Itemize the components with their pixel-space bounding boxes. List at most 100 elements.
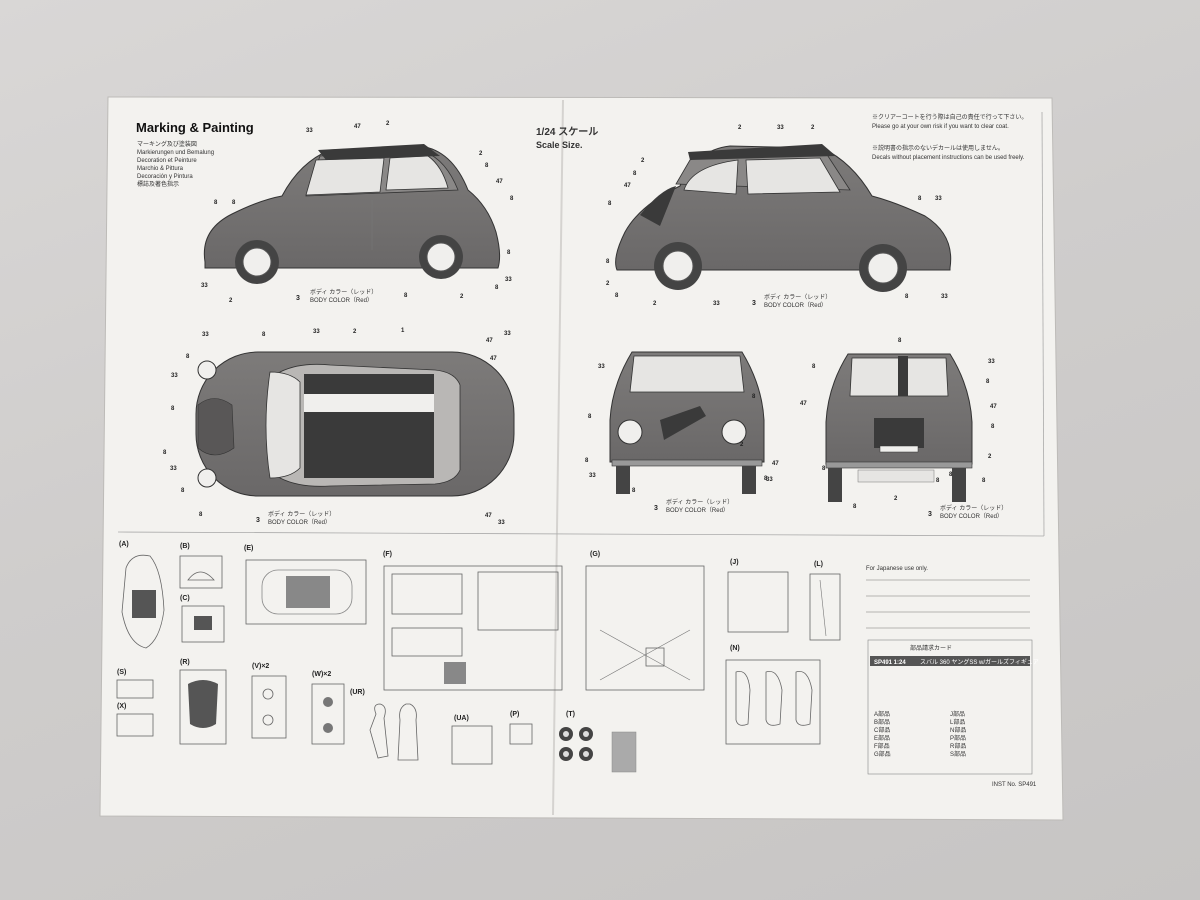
svg-text:33: 33 (988, 359, 995, 365)
paper-sheet (99, 96, 1064, 821)
svg-text:33: 33 (941, 294, 948, 300)
svg-text:8: 8 (982, 478, 986, 484)
svg-text:8: 8 (181, 488, 185, 494)
svg-text:Decals without placement instr: Decals without placement instructions ca… (872, 155, 1025, 161)
svg-text:8: 8 (404, 293, 408, 299)
svg-text:47: 47 (772, 461, 779, 467)
svg-text:INST No. SP491: INST No. SP491 (992, 782, 1037, 788)
svg-text:標誌及著色指示: 標誌及著色指示 (137, 180, 179, 188)
svg-text:8: 8 (214, 200, 218, 206)
svg-text:スバル 360 ヤングSS w/ガールズフィギュア: スバル 360 ヤングSS w/ガールズフィギュア (920, 658, 1039, 666)
svg-text:47: 47 (800, 401, 807, 407)
sprue-parts: (A) (B) (C) (E) (F) (G) (J) (L) (116, 541, 841, 773)
svg-text:47: 47 (486, 338, 493, 344)
svg-text:2: 2 (606, 281, 610, 287)
svg-text:(J): (J) (730, 559, 739, 566)
svg-text:8: 8 (812, 364, 816, 370)
callout-top: 3 ボディ カラー（レッド） BODY COLOR（Red） (256, 510, 335, 526)
top-view-numbers: 33 8 33 2 1 8 47 33 47 8 8 33 8 8 33 47 … (163, 328, 511, 526)
svg-text:8: 8 (936, 478, 940, 484)
svg-text:8: 8 (633, 171, 637, 177)
svg-text:J部品: J部品 (950, 710, 965, 718)
svg-text:3: 3 (752, 300, 756, 307)
svg-text:N部品: N部品 (950, 726, 966, 734)
svg-text:G部品: G部品 (874, 750, 891, 758)
svg-text:(F): (F) (383, 551, 392, 558)
svg-text:33: 33 (306, 128, 313, 134)
svg-text:47: 47 (624, 183, 631, 189)
svg-text:8: 8 (615, 293, 619, 299)
svg-text:33: 33 (777, 125, 784, 131)
top-view (195, 351, 515, 497)
svg-text:(W)×2: (W)×2 (312, 671, 331, 678)
svg-text:33: 33 (935, 196, 942, 202)
svg-text:8: 8 (606, 259, 610, 265)
svg-text:2: 2 (653, 301, 657, 307)
svg-text:※クリアーコートを行う際は自己の責任で行って下さい。: ※クリアーコートを行う際は自己の責任で行って下さい。 (872, 113, 1027, 121)
svg-text:2: 2 (353, 329, 357, 335)
svg-text:BODY COLOR（Red）: BODY COLOR（Red） (764, 302, 827, 309)
svg-text:(A): (A) (119, 541, 129, 548)
svg-text:2: 2 (460, 294, 464, 300)
svg-text:47: 47 (990, 404, 997, 410)
svg-text:(L): (L) (814, 561, 823, 568)
svg-text:8: 8 (262, 332, 266, 338)
svg-text:8: 8 (822, 466, 826, 472)
svg-text:E部品: E部品 (874, 734, 890, 742)
svg-text:3: 3 (654, 505, 658, 512)
svg-text:SP491 1:24: SP491 1:24 (874, 660, 906, 666)
side-view-left-numbers: 33 47 2 2 8 47 8 8 8 33 2 8 2 33 8 8 (201, 121, 514, 304)
svg-text:8: 8 (764, 476, 768, 482)
svg-text:8: 8 (905, 294, 909, 300)
front-view (609, 351, 765, 494)
svg-text:33: 33 (589, 473, 596, 479)
svg-text:8: 8 (608, 201, 612, 207)
svg-text:C部品: C部品 (874, 726, 890, 734)
svg-text:(P): (P) (510, 711, 519, 718)
svg-text:47: 47 (490, 356, 497, 362)
svg-text:B部品: B部品 (874, 718, 890, 726)
svg-text:33: 33 (766, 477, 773, 483)
svg-text:ボディ カラー（レッド）: ボディ カラー（レッド） (268, 510, 335, 518)
svg-text:8: 8 (752, 394, 756, 400)
svg-text:(R): (R) (180, 659, 190, 666)
svg-text:For Japanese use only.: For Japanese use only. (866, 566, 928, 572)
svg-text:8: 8 (186, 354, 190, 360)
svg-text:Decoration et Peinture: Decoration et Peinture (137, 158, 197, 164)
center-fold (552, 99, 564, 816)
svg-text:(E): (E) (244, 545, 253, 552)
front-view-numbers: 33 8 8 47 33 8 2 8 8 33 (585, 364, 779, 494)
section-divider (117, 531, 1045, 537)
svg-text:8: 8 (986, 379, 990, 385)
svg-text:8: 8 (588, 414, 592, 420)
svg-text:33: 33 (170, 466, 177, 472)
svg-text:(T): (T) (566, 711, 575, 718)
svg-text:47: 47 (496, 179, 503, 185)
svg-text:33: 33 (202, 332, 209, 338)
svg-text:BODY COLOR（Red）: BODY COLOR（Red） (666, 507, 729, 514)
svg-text:ボディ カラー（レッド）: ボディ カラー（レッド） (310, 288, 377, 296)
svg-text:33: 33 (201, 283, 208, 289)
svg-text:2: 2 (479, 151, 483, 157)
svg-text:ボディ カラー（レッド）: ボディ カラー（レッド） (764, 293, 831, 301)
svg-text:F部品: F部品 (874, 742, 890, 750)
svg-text:Marchio & Pittura: Marchio & Pittura (137, 166, 184, 172)
svg-text:2: 2 (740, 442, 744, 448)
svg-text:R部品: R部品 (950, 742, 966, 750)
svg-text:8: 8 (898, 338, 902, 344)
svg-text:47: 47 (354, 124, 361, 130)
svg-text:33: 33 (505, 277, 512, 283)
svg-text:L部品: L部品 (950, 718, 965, 726)
svg-text:8: 8 (585, 458, 589, 464)
svg-text:33: 33 (713, 301, 720, 307)
svg-text:33: 33 (598, 364, 605, 370)
svg-text:8: 8 (918, 196, 922, 202)
svg-text:(C): (C) (180, 595, 190, 602)
callout-side-left: 3 ボディ カラー（レッド） BODY COLOR（Red） (296, 288, 377, 304)
svg-text:33: 33 (171, 373, 178, 379)
svg-text:マーキング及び塗装図: マーキング及び塗装図 (137, 140, 197, 148)
scale-label-en: Scale Size. (536, 140, 583, 150)
svg-text:3: 3 (296, 295, 300, 302)
svg-text:Please go at your own risk if: Please go at your own risk if you want t… (872, 124, 1009, 130)
svg-text:33: 33 (498, 520, 505, 526)
